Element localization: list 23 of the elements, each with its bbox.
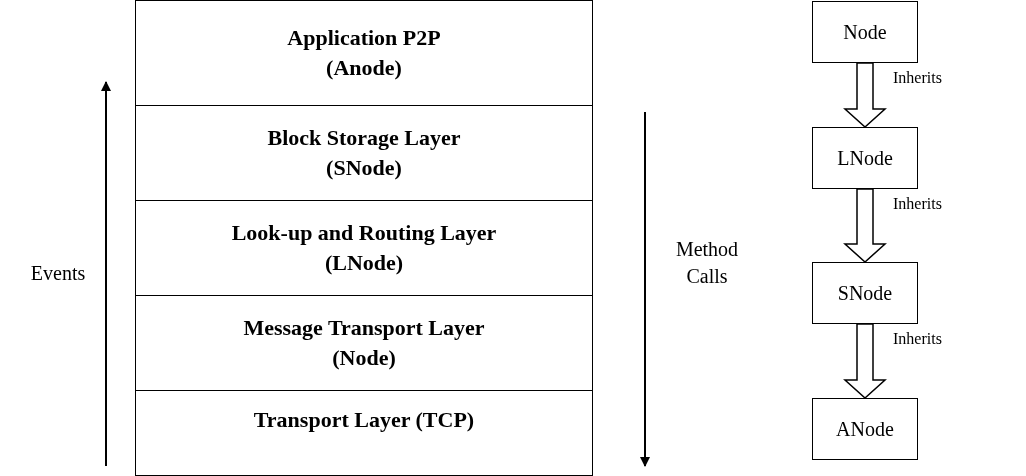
layer-box xyxy=(135,200,593,296)
class-box xyxy=(812,1,918,63)
layer-name: Look-up and Routing Layer (LNode) xyxy=(230,219,498,277)
layer-box xyxy=(135,390,593,476)
layer-name: Block Storage Layer (SNode) xyxy=(266,124,462,182)
class-box xyxy=(812,398,918,460)
layer-name: Transport Layer (TCP) xyxy=(253,406,475,434)
layer-name: Application P2P (Anode) xyxy=(286,24,442,82)
layer-box xyxy=(135,295,593,391)
inheritance-arrow xyxy=(843,323,887,399)
class-name: SNode xyxy=(837,280,893,306)
class-name: LNode xyxy=(837,145,893,171)
arrow-label: Method Calls xyxy=(674,237,740,289)
layer-name: Message Transport Layer (Node) xyxy=(242,314,486,372)
layer-box xyxy=(135,105,593,201)
class-name: ANode xyxy=(836,416,894,442)
inheritance-arrow xyxy=(843,62,887,128)
class-box xyxy=(812,262,918,324)
inheritance-arrow xyxy=(843,188,887,263)
arrow-label: Events xyxy=(29,261,87,286)
class-name: Node xyxy=(843,19,887,45)
layer-box xyxy=(135,0,593,106)
class-box xyxy=(812,127,918,189)
